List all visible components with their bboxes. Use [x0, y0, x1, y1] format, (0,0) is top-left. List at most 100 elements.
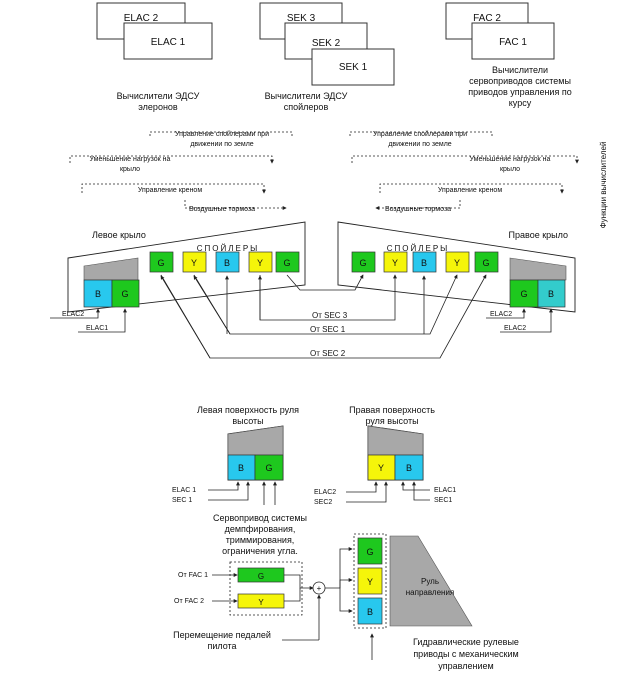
rudder-captions: Перемещение педалей пилота Гидравлически…	[173, 630, 519, 671]
func-load-relief-r1: Уменьшение нагрузок на	[470, 156, 551, 163]
right-spoilers-label: СПОЙЛЕРЫ	[387, 244, 450, 253]
rudder-surface: Руль направления	[389, 535, 473, 627]
sek-caption-line-1: Вычислители ЭДСУ	[265, 91, 348, 101]
func-roll-left: Управление креном	[138, 187, 202, 194]
right-aileron-g: G	[520, 289, 527, 299]
rudder-actuators: G Y B	[353, 533, 387, 629]
summing-node: +	[312, 547, 353, 640]
sek-caption-line-2: спойлеров	[284, 102, 329, 112]
left-aileron-b: B	[95, 289, 101, 299]
fac-2-label: FAC 2	[473, 13, 501, 24]
sek-2-label: SEK 2	[312, 38, 341, 49]
func-spoilers-ground-r2: движении по земле	[388, 141, 451, 148]
right-spoiler-4: Y	[454, 258, 460, 268]
func-load-relief-l1: Уменьшение нагрузок на	[90, 156, 171, 163]
right-aileron-source-2: ELAC2	[504, 325, 526, 332]
right-aileron-source-1: ELAC2	[490, 311, 512, 318]
left-aileron-source-1: ELAC2	[62, 311, 84, 318]
rudder-label-1: Руль	[421, 577, 439, 586]
right-aileron-sources: ELAC2 ELAC2	[486, 308, 553, 333]
functions-right: Управление спойлерами при движении по зе…	[349, 130, 579, 213]
func-air-brakes-right: Воздушные тормоза	[385, 206, 451, 213]
servo-y: Y	[258, 598, 264, 607]
right-spoiler-5: G	[482, 258, 489, 268]
sec-routing: От SEC 3 От SEC 1 От SEC 2	[160, 274, 487, 359]
left-aileron-sources: ELAC2 ELAC1	[50, 308, 127, 333]
rudder-actuator-g: G	[366, 547, 373, 557]
right-aileron-b: B	[548, 289, 554, 299]
left-spoiler-3: B	[224, 258, 230, 268]
fac-2-input-label: От FAC 2	[174, 598, 204, 605]
rudder-servo-caption: Сервопривод системы демпфирования, тримм…	[213, 513, 307, 556]
rudder-label-2: направления	[406, 588, 455, 597]
left-elevator-g: G	[265, 463, 272, 473]
functions-side-label: Функции вычислителей	[599, 142, 608, 229]
func-spoilers-ground-r1: Управление спойлерами при	[373, 130, 467, 138]
pedals-caption-line-1: Перемещение педалей	[173, 630, 271, 640]
right-spoiler-1: G	[359, 258, 366, 268]
left-spoilers-label: СПОЙЛЕРЫ	[197, 244, 260, 253]
rudder-actuator-b: B	[367, 607, 373, 617]
fac-1-input-label: От FAC 1	[178, 572, 208, 579]
func-load-relief-r2: крыло	[500, 166, 520, 173]
left-aileron-source-2: ELAC1	[86, 325, 108, 332]
left-wing-title: Левое крыло	[92, 230, 146, 240]
elac-1-label: ELAC 1	[151, 37, 186, 48]
right-elevator-source-right-1: ELAC1	[434, 487, 456, 494]
plus-icon: +	[317, 584, 322, 593]
pedals-caption-line-2: пилота	[207, 641, 236, 651]
left-aileron-g: G	[121, 289, 128, 299]
left-spoiler-5: G	[283, 258, 290, 268]
left-spoiler-2: Y	[191, 258, 197, 268]
elac-caption-line-1: Вычислители ЭДСУ	[117, 91, 200, 101]
sek-caption: Вычислители ЭДСУ спойлеров	[265, 91, 348, 112]
left-elevator-b: B	[238, 463, 244, 473]
servo-caption-line-2: демпфирования,	[225, 524, 296, 534]
func-air-brakes-left: Воздушные тормоза	[189, 206, 255, 213]
sec-2-line-label: От SEC 2	[310, 349, 346, 358]
hydraulic-caption-line-3: управлением	[438, 661, 493, 671]
fac-caption: Вычислители сервоприводов системы привод…	[468, 65, 571, 108]
func-spoilers-ground-l1: Управление спойлерами при	[175, 130, 269, 138]
func-roll-right: Управление креном	[438, 187, 502, 194]
right-spoiler-3: B	[421, 258, 427, 268]
fac-caption-line-3: приводов управления по	[468, 87, 571, 97]
sec-3-line-label: От SEC 3	[312, 311, 348, 320]
right-elevator-title-2: руля высоты	[365, 416, 418, 426]
left-spoiler-4: Y	[257, 258, 263, 268]
right-elevator-y: Y	[378, 463, 384, 473]
sec-1-line-label: От SEC 1	[310, 325, 346, 334]
left-elevator-title-1: Левая поверхность руля	[197, 405, 299, 415]
hydraulic-caption-line-1: Гидравлические рулевые	[413, 637, 519, 647]
elac-caption-line-2: элеронов	[138, 102, 178, 112]
func-spoilers-ground-l2: движении по земле	[190, 141, 253, 148]
right-elevator-b: B	[406, 463, 412, 473]
right-spoiler-2: Y	[392, 258, 398, 268]
right-elevator-source-left-2: SEC2	[314, 499, 332, 506]
elac-stack: ELAC 2 ELAC 1	[96, 2, 213, 60]
sek-stack: SEK 3 SEK 2 SEK 1	[259, 2, 395, 86]
rudder-actuator-y: Y	[367, 577, 373, 587]
right-wing-title: Правое крыло	[509, 230, 568, 240]
left-elevator-source-1: ELAC 1	[172, 487, 196, 494]
functions-left: Управление спойлерами при движении по зе…	[69, 130, 293, 213]
right-elevator-title-1: Правая поверхность	[349, 405, 435, 415]
right-spoiler-set: СПОЙЛЕРЫ G Y B Y G	[351, 244, 499, 273]
left-spoiler-1: G	[157, 258, 164, 268]
fac-1-label: FAC 1	[499, 37, 527, 48]
fac-stack: FAC 2 FAC 1	[445, 2, 555, 60]
right-elevator: Правая поверхность руля высоты Y B ELAC2…	[314, 405, 456, 506]
func-load-relief-l2: крыло	[120, 166, 140, 173]
elac-2-label: ELAC 2	[124, 13, 159, 24]
sek-1-label: SEK 1	[339, 62, 368, 73]
left-spoiler-set: СПОЙЛЕРЫ G Y B Y G	[149, 244, 300, 273]
servo-g: G	[258, 572, 264, 581]
sek-3-label: SEK 3	[287, 13, 316, 24]
left-elevator: Левая поверхность руля высоты B G ELAC 1…	[172, 405, 299, 505]
rudder-servo-block: G Y От FAC 1 От FAC 2	[174, 561, 314, 616]
fac-caption-line-1: Вычислители	[492, 65, 548, 75]
hydraulic-caption-line-2: приводы с механическим	[413, 649, 518, 659]
elac-caption: Вычислители ЭДСУ элеронов	[117, 91, 200, 112]
right-elevator-source-left-1: ELAC2	[314, 489, 336, 496]
